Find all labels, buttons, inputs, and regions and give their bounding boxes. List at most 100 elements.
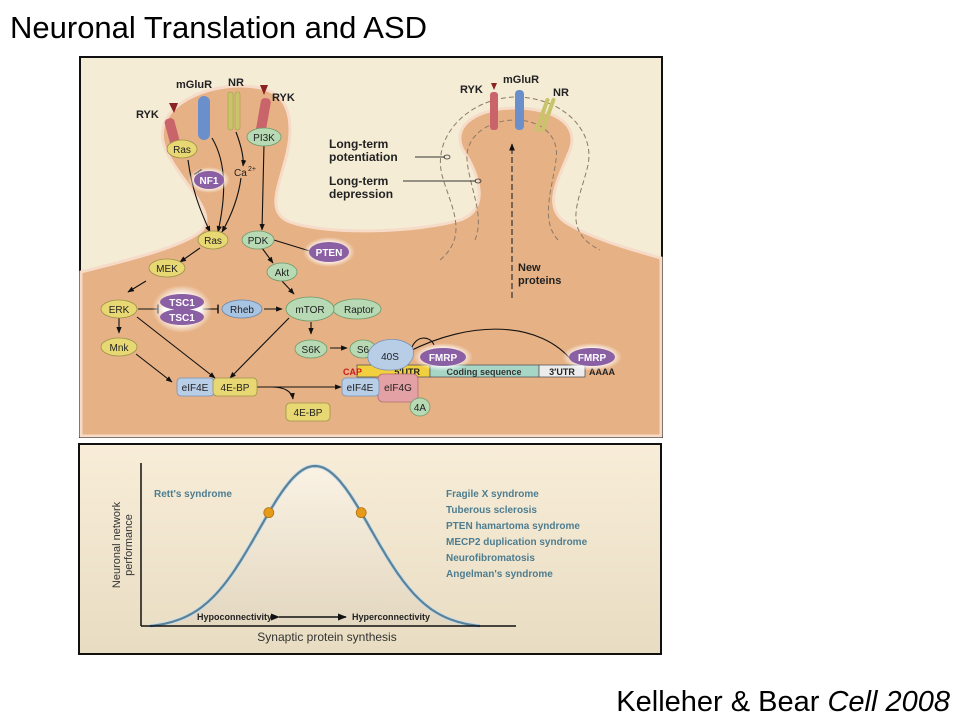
right-group-label: Fragile X syndrome [446,489,539,500]
cap-label: CAP [343,367,362,377]
node-eif4g: eIF4G [377,373,419,403]
curve-line [149,464,481,628]
ltp-label-line2: potentiation [329,150,398,164]
right-group-labels: Fragile X syndrome Tuberous sclerosis PT… [446,489,588,580]
curve-marker-right [355,507,367,519]
receptor-mglur-left [198,96,210,140]
node-4a: 4A [409,397,431,417]
svg-text:mTOR: mTOR [295,305,324,316]
label-ryk-right: RYK [272,92,295,104]
svg-text:PTEN: PTEN [316,248,343,259]
svg-text:4E-BP: 4E-BP [221,383,250,394]
label-nr-rspine: NR [553,87,569,99]
node-ras: Ras [197,230,229,250]
node-rheb: Rheb [221,299,263,319]
svg-text:MEK: MEK [156,264,178,275]
svg-text:FMRP: FMRP [578,353,607,364]
svg-text:NF1: NF1 [200,176,219,187]
y-axis-label-line2: performance [123,514,135,576]
right-group-label: Angelman's syndrome [446,569,553,580]
chart-panel: Neuronal network performance Synaptic pr… [78,443,662,655]
node-40s: 40S [367,338,414,371]
node-mtor-raptor: mTOR Raptor [285,296,382,322]
ltp-outline [439,96,601,261]
svg-text:Raptor: Raptor [344,305,375,316]
node-pdk: PDK [241,230,275,250]
node-fmrp-5utr: FMRP [413,343,473,371]
node-tsc-complex: TSC1 TSC1 [152,285,212,333]
node-calcium: Ca 2+ [234,166,256,179]
label-mglur-rspine: mGluR [503,74,539,86]
svg-text:Ca: Ca [234,168,247,179]
slide-title: Neuronal Translation and ASD [10,10,428,45]
label-mglur-left: mGluR [176,79,212,91]
svg-text:PDK: PDK [248,236,269,247]
node-pten: PTEN [303,237,355,267]
svg-text:4A: 4A [414,403,427,414]
ltd-pointer-end [474,178,482,184]
hyperconnectivity-label: Hyperconnectivity [352,612,430,622]
svg-text:Ras: Ras [204,236,222,247]
citation-journal: Cell 2008 [827,686,950,718]
utr3-label: 3′UTR [549,367,575,377]
receptor-ryk-rspine [490,83,498,130]
svg-text:S6K: S6K [302,345,321,356]
new-proteins-line1: New [518,262,541,274]
curve-marker-left [263,507,275,519]
citation: Kelleher & Bear Cell 2008 [616,686,950,719]
hypoconnectivity-label: Hypoconnectivity [197,612,272,622]
node-pi3k: PI3K [246,127,282,147]
y-axis-label: Neuronal network performance [111,501,135,588]
label-ryk-left: RYK [136,109,159,121]
svg-text:FMRP: FMRP [429,353,458,364]
ltd-label-line2: depression [329,187,393,201]
polya-label: AAAA [589,367,615,377]
utr5-label: 5′UTR [394,367,420,377]
svg-text:40S: 40S [381,352,399,363]
svg-text:Ras: Ras [173,145,191,156]
ltp-pointer-end [443,154,451,160]
svg-text:Rheb: Rheb [230,305,254,316]
svg-text:Mnk: Mnk [110,343,130,354]
y-axis-label-line1: Neuronal network [111,501,123,588]
citation-authors: Kelleher & Bear [616,686,828,718]
svg-text:S6: S6 [357,345,370,356]
right-group-label: Neurofibromatosis [446,553,535,564]
curve-markers [263,507,367,519]
svg-text:TSC1: TSC1 [169,298,195,309]
node-fmrp-3utr: FMRP [562,343,622,371]
node-mek: MEK [148,258,186,278]
svg-text:ERK: ERK [109,305,130,316]
ltp-label-line1: Long-term [329,137,388,151]
svg-text:4E-BP: 4E-BP [294,408,323,419]
pathway-panel: RYK mGluR NR RYK RYK mGluR NR Long-term … [79,56,663,438]
svg-text:PI3K: PI3K [253,133,275,144]
svg-text:Akt: Akt [275,268,290,279]
node-mnk: Mnk [100,337,138,357]
ltd-outline [466,119,559,241]
svg-text:TSC1: TSC1 [169,313,195,324]
label-nr-left: NR [228,77,244,89]
new-proteins-line2: proteins [518,275,561,287]
node-akt: Akt [266,262,298,282]
ltd-label-line1: Long-term [329,174,388,188]
right-group-label: MECP2 duplication syndrome [446,537,588,548]
svg-text:2+: 2+ [248,166,256,173]
node-eif4e: eIF4E [341,377,380,397]
left-group-label: Rett's syndrome [154,489,232,500]
right-group-label: Tuberous sclerosis [446,505,537,516]
node-s6k: S6K [294,339,328,359]
right-group-label: PTEN hamartoma syndrome [446,521,580,532]
receptor-nr-rspine [534,97,556,133]
svg-text:eIF4E: eIF4E [347,383,374,394]
node-ras-top: Ras [166,139,198,159]
svg-text:eIF4E: eIF4E [182,383,209,394]
coding-label: Coding sequence [446,367,521,377]
x-axis-label: Synaptic protein synthesis [257,630,396,644]
receptor-nr-left [227,91,241,131]
svg-text:eIF4G: eIF4G [384,383,412,394]
node-eif4e-4ebp-complex: eIF4E 4E-BP [176,377,258,397]
curve-area [150,466,480,626]
label-ryk-rspine: RYK [460,84,483,96]
